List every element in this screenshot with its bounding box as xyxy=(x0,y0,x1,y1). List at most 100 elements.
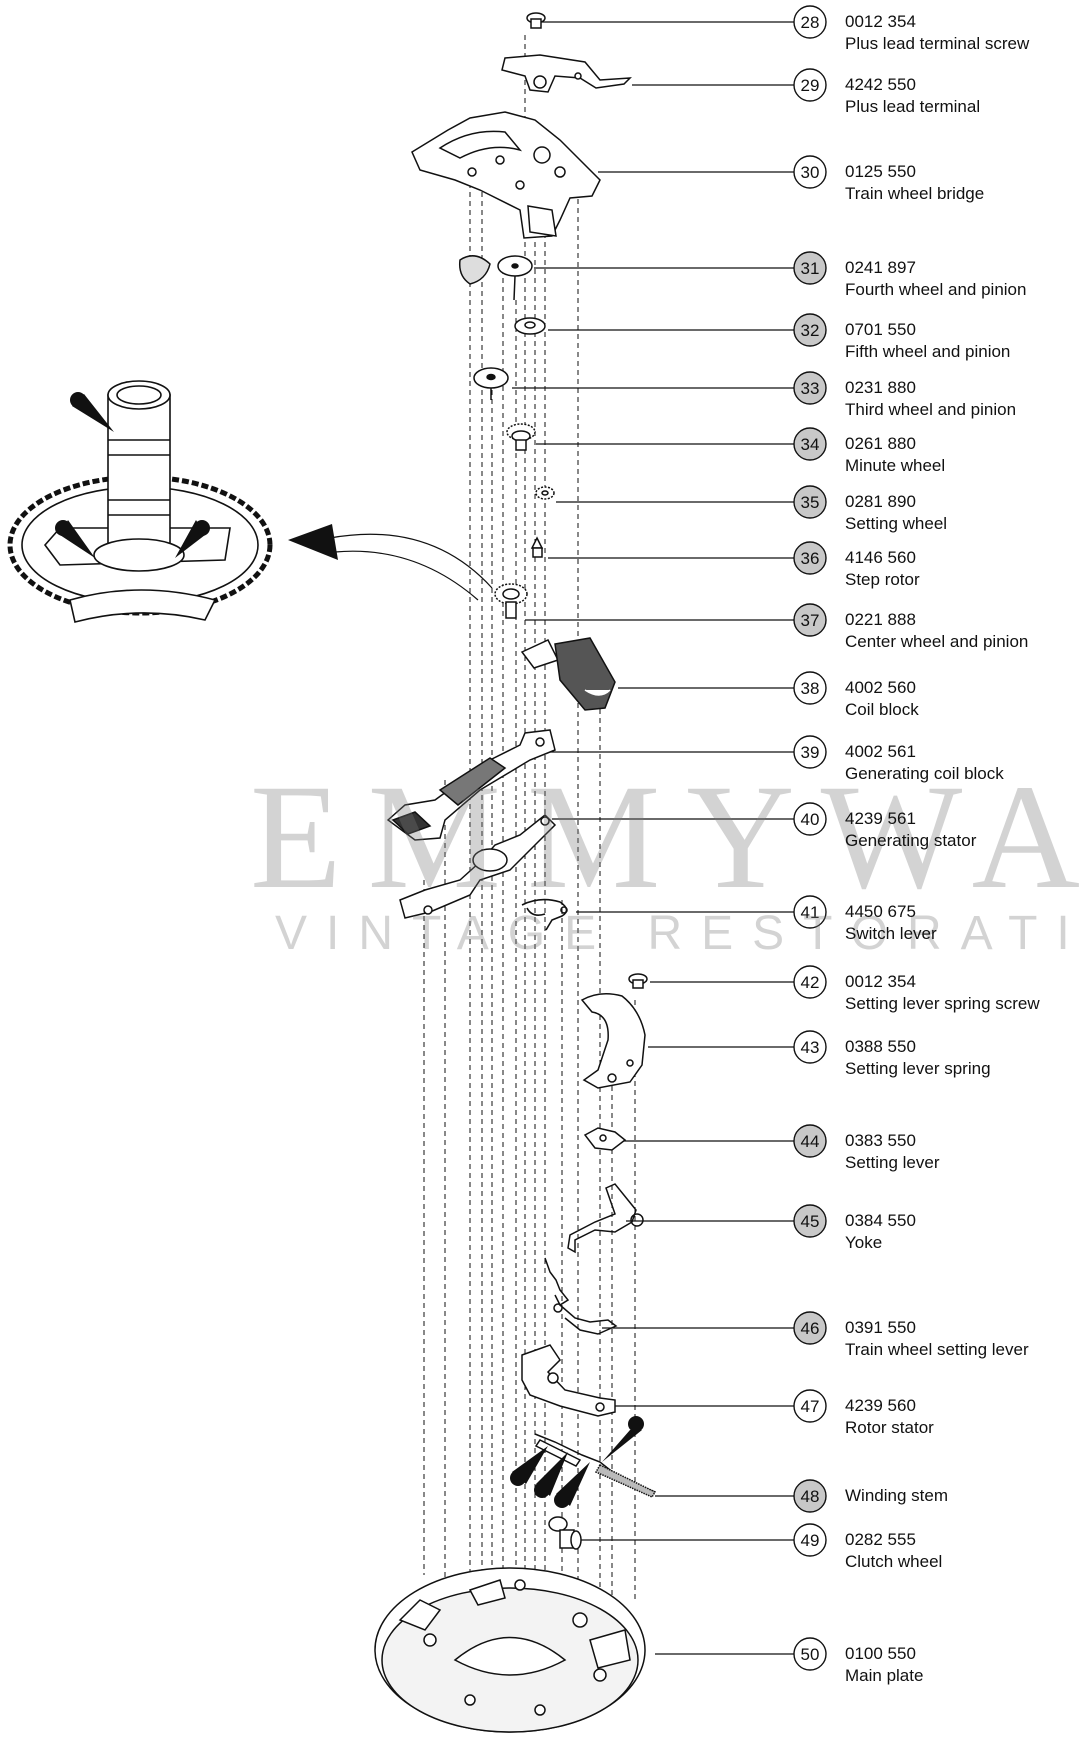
part-code: 0388 550 xyxy=(845,1037,916,1056)
train-wheel-setting-lever xyxy=(544,1257,618,1335)
generating-coil-block xyxy=(386,729,556,841)
callout-number: 45 xyxy=(801,1212,820,1231)
part-name: Train wheel setting lever xyxy=(845,1340,1029,1359)
callout-circle xyxy=(793,1523,827,1557)
callout-circle xyxy=(793,965,827,999)
part-code: 4242 550 xyxy=(845,75,916,94)
callout-number: 30 xyxy=(801,163,820,182)
callout-number: 49 xyxy=(801,1531,820,1550)
part-code: 4450 675 xyxy=(845,902,916,921)
callout-circle xyxy=(793,895,827,929)
part-code: 0012 354 xyxy=(845,972,916,991)
callout-49: 49 xyxy=(793,1523,827,1557)
part-code: 0391 550 xyxy=(845,1318,916,1337)
callout-35: 35 xyxy=(793,485,827,519)
fourth-wheel-and-pinion xyxy=(458,255,533,301)
part-code: 0384 550 xyxy=(845,1211,916,1230)
callout-circle xyxy=(793,735,827,769)
callout-number: 35 xyxy=(801,493,820,512)
callout-number: 42 xyxy=(801,973,820,992)
callout-circle xyxy=(793,371,827,405)
plus-lead-terminal xyxy=(501,54,632,93)
callout-number: 39 xyxy=(801,743,820,762)
center-wheel-and-pinion xyxy=(494,583,528,619)
part-name: Coil block xyxy=(845,700,919,719)
callout-44: 44 xyxy=(793,1124,827,1158)
enlargement-arrow xyxy=(288,524,493,601)
callout-circle xyxy=(793,802,827,836)
callout-number: 31 xyxy=(801,259,820,278)
part-name: Setting lever spring xyxy=(845,1059,991,1078)
plus-lead-terminal-screw xyxy=(526,12,546,29)
callout-number: 28 xyxy=(801,13,820,32)
coil-block xyxy=(520,637,616,711)
callout-37: 37 xyxy=(793,603,827,637)
part-name: Train wheel bridge xyxy=(845,184,985,203)
callout-circle xyxy=(793,671,827,705)
part-name: Generating stator xyxy=(845,831,977,850)
clutch-wheel xyxy=(548,1516,582,1550)
train-wheel-bridge xyxy=(411,111,601,239)
callout-numbers: 2829303132333435363738394041424344454647… xyxy=(793,5,827,1671)
callout-circle xyxy=(793,1030,827,1064)
part-code: 4146 560 xyxy=(845,548,916,567)
part-name: Main plate xyxy=(845,1666,924,1685)
callout-number: 43 xyxy=(801,1038,820,1057)
callout-number: 46 xyxy=(801,1319,820,1338)
center-wheel-enlarged-view xyxy=(7,380,273,623)
part-name: Setting lever spring screw xyxy=(845,994,1040,1013)
callout-30: 30 xyxy=(793,155,827,189)
part-code: 0701 550 xyxy=(845,320,916,339)
callout-40: 40 xyxy=(793,802,827,836)
part-name: Fifth wheel and pinion xyxy=(845,342,1011,361)
part-name: Setting lever xyxy=(845,1153,940,1172)
callout-circle xyxy=(793,313,827,347)
callout-39: 39 xyxy=(793,735,827,769)
part-code: 0100 550 xyxy=(845,1644,916,1663)
part-code: 4239 561 xyxy=(845,809,916,828)
callout-circle xyxy=(793,1311,827,1345)
third-wheel-and-pinion xyxy=(473,367,509,400)
fifth-wheel-and-pinion xyxy=(514,317,546,335)
enlargement-oil-drop-markers xyxy=(55,392,210,558)
callout-number: 38 xyxy=(801,679,820,698)
yoke xyxy=(567,1183,644,1254)
part-code: 4002 561 xyxy=(845,742,916,761)
callout-circle xyxy=(793,427,827,461)
callout-34: 34 xyxy=(793,427,827,461)
callout-31: 31 xyxy=(793,251,827,285)
callout-47: 47 xyxy=(793,1389,827,1423)
callout-28: 28 xyxy=(793,5,827,39)
part-code: 0241 897 xyxy=(845,258,916,277)
callout-circle xyxy=(793,1479,827,1513)
part-label-48: Winding stem xyxy=(845,1485,948,1507)
part-code: 0281 890 xyxy=(845,492,916,511)
part-code: 0261 880 xyxy=(845,434,916,453)
callout-29: 29 xyxy=(793,68,827,102)
callout-42: 42 xyxy=(793,965,827,999)
part-name: Setting wheel xyxy=(845,514,948,533)
switch-lever xyxy=(521,898,568,931)
callout-number: 34 xyxy=(801,435,820,454)
callout-number: 41 xyxy=(801,903,820,922)
callout-number: 37 xyxy=(801,611,820,630)
callout-50: 50 xyxy=(793,1637,827,1671)
setting-lever xyxy=(583,1127,627,1151)
rotor-stator xyxy=(521,1344,616,1417)
callout-41: 41 xyxy=(793,895,827,929)
main-plate xyxy=(374,1567,646,1733)
